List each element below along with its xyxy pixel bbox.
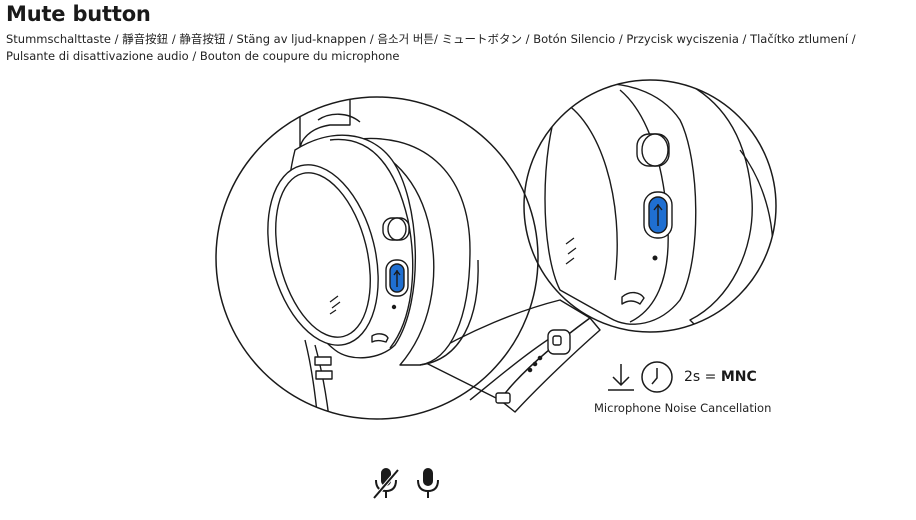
mnc-hold-text: 2s = MNC <box>684 369 757 385</box>
zoom-circle-small <box>544 80 776 331</box>
mnc-instruction: 2s = MNC <box>606 360 757 394</box>
page-title: Mute button <box>6 2 151 26</box>
mnc-label: MNC <box>720 369 757 385</box>
press-down-icon <box>608 364 634 391</box>
zoom-circle-large <box>267 97 479 419</box>
microphone-icon <box>417 468 439 498</box>
mnc-equals: = <box>704 369 717 385</box>
mic-status-icons <box>370 466 442 500</box>
mnc-duration: 2s <box>684 369 701 385</box>
headband <box>419 299 601 413</box>
clock-icon <box>641 361 673 393</box>
microphone-muted-icon <box>372 468 400 500</box>
mnc-caption: Microphone Noise Cancellation <box>594 401 772 415</box>
translated-titles: Stummschalttaste / 靜音按鈕 / 静音按钮 / Stäng a… <box>6 32 856 63</box>
